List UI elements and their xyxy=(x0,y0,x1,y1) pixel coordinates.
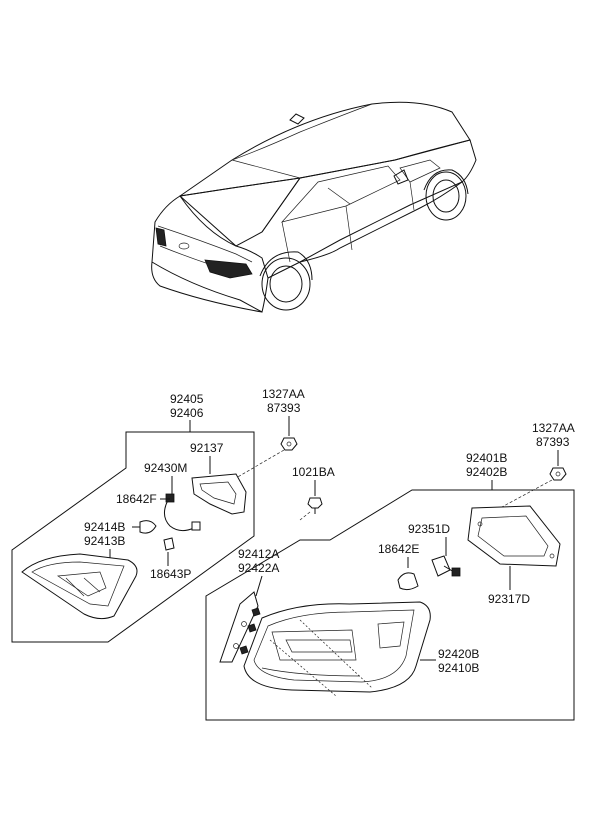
leader-92412A xyxy=(255,575,263,597)
label-92137: 92137 xyxy=(190,441,224,455)
outer-lamp-lens-icon xyxy=(243,601,431,693)
socket-icon xyxy=(163,537,175,551)
label-92413B: 92413B xyxy=(84,534,125,548)
label-92414B: 92414B xyxy=(84,520,125,534)
bulb-icon xyxy=(397,572,419,591)
label-18642F: 18642F xyxy=(116,492,157,506)
boundary-box-right xyxy=(205,489,575,721)
nut-icon xyxy=(280,437,298,451)
gasket-icon xyxy=(467,505,561,567)
label-1021BA: 1021BA xyxy=(292,465,335,479)
label-92401B: 92401B xyxy=(466,451,507,465)
car-illustration xyxy=(151,101,477,313)
screw-icon xyxy=(307,497,323,509)
label-1327AA-b: 1327AA xyxy=(532,421,575,435)
inner-lamp-assembly: 92405 92406 1327AA 87393 92137 92430M 18… xyxy=(11,387,305,643)
boundary-box-left xyxy=(11,431,255,643)
bracket-icon xyxy=(219,591,259,663)
outer-lamp-assembly: 1021BA 1327AA 87393 92401B 92402B 92317D… xyxy=(205,421,575,721)
label-18642E: 18642E xyxy=(378,542,419,556)
label-92410B: 92410B xyxy=(438,661,479,675)
inner-lamp-lens-icon xyxy=(21,553,138,620)
nut-icon xyxy=(549,467,567,481)
label-92420B: 92420B xyxy=(438,647,479,661)
label-92422A: 92422A xyxy=(238,561,279,575)
bulb-icon xyxy=(139,520,157,534)
label-92317D: 92317D xyxy=(488,592,530,606)
wiring-harness-icon xyxy=(164,499,195,532)
socket-icon xyxy=(431,555,451,577)
label-18643P: 18643P xyxy=(150,567,191,581)
label-92405: 92405 xyxy=(170,392,204,406)
label-1327AA-a: 1327AA xyxy=(262,387,305,401)
label-87393-b: 87393 xyxy=(536,435,570,449)
label-92430M: 92430M xyxy=(144,461,187,475)
label-92412A: 92412A xyxy=(238,547,279,561)
label-92351D: 92351D xyxy=(408,522,450,536)
gasket-icon xyxy=(191,473,247,515)
label-92406: 92406 xyxy=(170,406,204,420)
label-87393-a: 87393 xyxy=(267,401,301,415)
label-92402B: 92402B xyxy=(466,465,507,479)
